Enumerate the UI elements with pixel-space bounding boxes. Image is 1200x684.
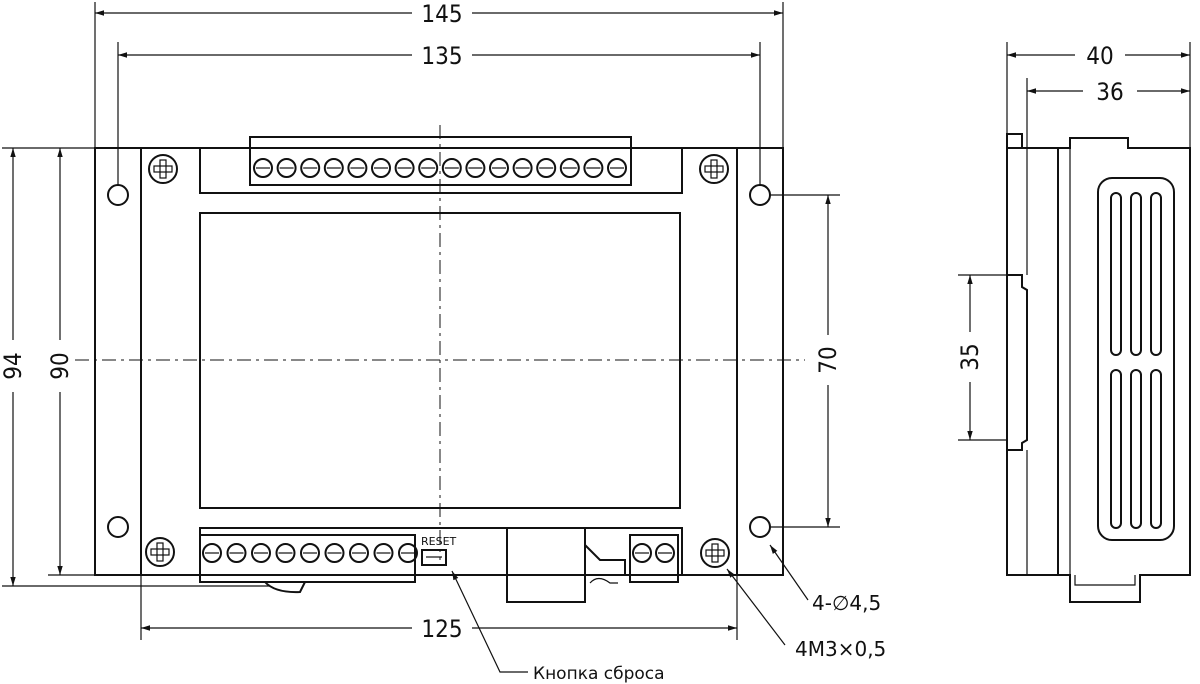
front-view: RESET [75,125,805,603]
terminal-screw [324,543,345,563]
reset-label: RESET [421,535,457,548]
terminal-screw [300,158,321,178]
dim-depth-body: 36 [1096,78,1123,106]
leader-line [726,568,786,646]
connector-socket [506,527,586,603]
terminal-screw [489,158,509,178]
terminal-screw [226,543,247,563]
terminal-screw [536,158,557,178]
leader-line [451,570,528,673]
side-view [1006,133,1191,603]
terminal-screw [371,158,391,178]
dim-height-overall: 94 [0,352,27,379]
terminal-screw [275,543,296,563]
vent-slot [1130,192,1142,356]
callout-screw-holes: 4M3×0,5 [795,637,886,661]
terminal-screw [349,543,369,563]
terminal-screw [300,543,320,563]
terminal-screw [512,158,533,178]
terminal-screw [559,158,580,178]
mount-hole [107,516,129,538]
terminal-screw [253,158,273,178]
mount-hole [107,184,129,206]
m3-screw [145,537,175,567]
leader-line [769,544,809,601]
callout-mount-holes: 4-∅4,5 [812,591,881,615]
terminal-screw [583,158,604,178]
vent-slot [1130,369,1142,529]
front-dimensions: 145 135 125 94 90 70 4-∅4,5 [0,0,886,684]
side-bottom-tab [1074,575,1136,586]
vent-slot [1150,192,1162,356]
bottom-latch [264,581,306,594]
m3-screw [699,154,729,184]
terminal-screw [607,158,627,178]
vent-panel [1097,177,1175,541]
vent-slots [1110,192,1162,529]
side-dimensions: 40 36 35 [956,42,1191,441]
terminal-screw [418,158,439,178]
terminal-screw [394,158,415,178]
reset-button[interactable] [421,549,447,566]
dim-depth-overall: 40 [1086,42,1113,70]
bottom-terminal-screws [202,543,418,563]
terminal-screw [373,543,394,563]
side-body [1058,137,1191,603]
din-clip-tab-top [1006,133,1023,148]
dim-height-body: 90 [46,352,74,379]
dim-width-overall: 145 [421,0,462,28]
top-terminal-screws [253,158,627,178]
dim-width-holes: 135 [421,42,462,70]
mount-hole [749,184,771,206]
m3-screw [148,154,178,184]
callout-reset-button: Кнопка сброса [533,664,665,684]
terminal-screw [323,158,344,178]
terminal-screw [441,158,462,178]
connector-clip [589,577,618,584]
mount-hole [749,516,771,538]
connector-latch [584,544,626,576]
side-terminal-block [629,534,679,583]
terminal-screw [347,158,368,178]
din-rail-notch-top [1007,274,1028,451]
din-clip-profile [1006,147,1059,576]
terminal-screw [632,543,652,563]
terminal-screw [465,158,486,178]
m3-screw [700,538,730,568]
terminal-screw [202,543,222,563]
top-recess [199,147,683,194]
terminal-screw [398,543,418,563]
dim-height-holes: 70 [814,346,842,373]
dim-width-inner: 125 [421,615,462,643]
terminal-screw [251,543,271,563]
m3-screws [145,154,730,568]
side-terminal-screws [632,543,675,563]
vent-slot [1150,369,1162,529]
vent-slot [1110,192,1122,356]
terminal-screw [655,543,675,563]
terminal-screw [276,158,297,178]
vent-slot [1110,369,1122,529]
dim-rail: 35 [956,343,984,370]
